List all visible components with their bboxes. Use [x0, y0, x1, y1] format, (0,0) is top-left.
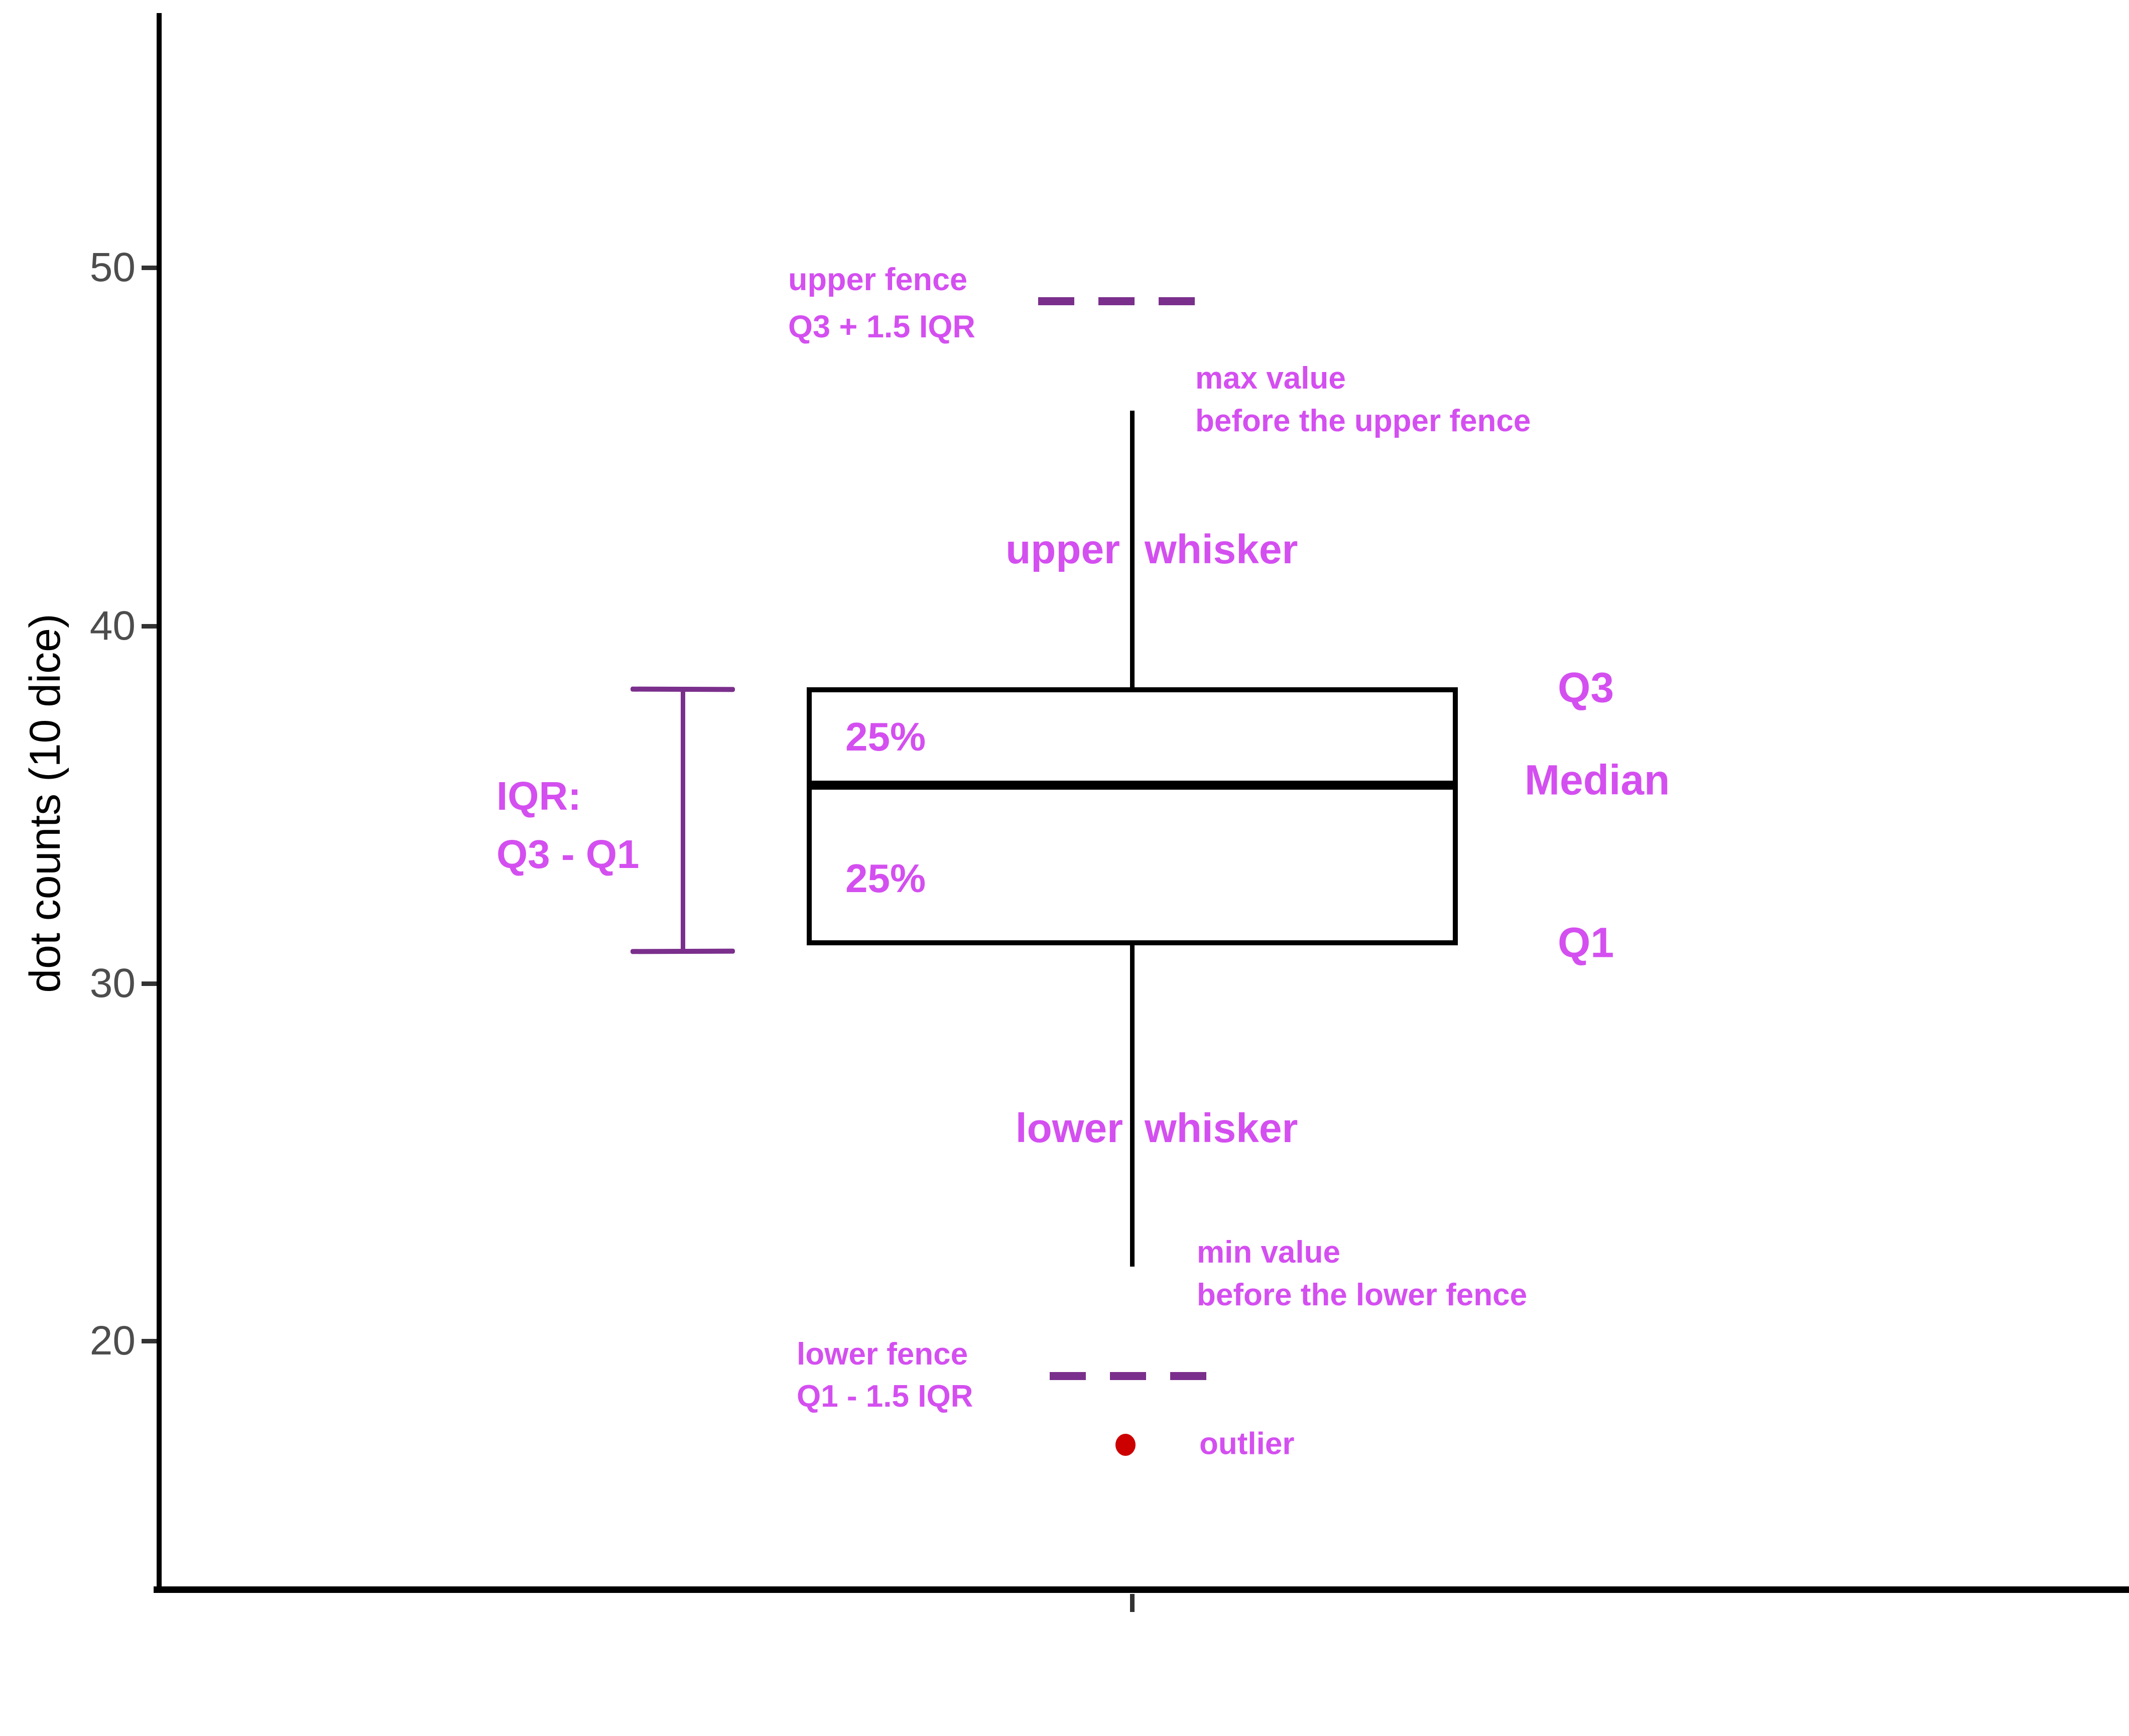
q3-label: Q3	[1558, 664, 1614, 711]
upper-fence-label-line2: Q3 + 1.5 IQR	[788, 309, 975, 344]
outlier-point	[1115, 1434, 1136, 1456]
upper-whisker-label-word1: upper	[1006, 527, 1120, 572]
min-value-label: min value before the lower fence	[1197, 1231, 1527, 1316]
y-tick-label-20: 20	[89, 1318, 136, 1363]
upper-fence-label-line1: upper fence	[788, 262, 968, 297]
max-value-label-line2: before the upper fence	[1195, 404, 1531, 438]
min-value-label-line2: before the lower fence	[1197, 1278, 1528, 1312]
x-axis-line	[154, 1586, 2129, 1593]
lower-fence-label: lower fence Q1 - 1.5 IQR	[797, 1333, 973, 1418]
lower-fence-label-line1: lower fence	[797, 1337, 968, 1372]
dash-segment	[1170, 1372, 1206, 1380]
upper-quartile-25pct-label: 25%	[845, 714, 926, 759]
lower-fence-label-line2: Q1 - 1.5 IQR	[797, 1379, 973, 1414]
x-axis-tick	[1130, 1594, 1135, 1612]
outlier-label: outlier	[1199, 1426, 1295, 1461]
upper-whisker-label-word2: whisker	[1145, 527, 1298, 572]
lower-fence-dashed-line	[1050, 1372, 1206, 1380]
y-tick-label-50: 50	[89, 244, 136, 290]
y-tick-label-40: 40	[89, 603, 136, 649]
box-iqr-rect	[807, 687, 1458, 945]
min-value-label-line1: min value	[1197, 1235, 1340, 1270]
y-tick-20	[142, 1339, 157, 1343]
y-tick-30	[142, 981, 157, 986]
y-tick-label-30: 30	[89, 960, 136, 1006]
upper-fence-dashed-line	[1038, 297, 1195, 305]
iqr-bracket-bottom-tick	[630, 948, 735, 954]
lower-quartile-25pct-label: 25%	[845, 856, 926, 901]
median-line	[807, 781, 1458, 790]
y-tick-40	[142, 624, 157, 629]
iqr-label-line1: IQR:	[496, 774, 581, 818]
q1-label: Q1	[1558, 919, 1614, 966]
iqr-label-line2: Q3 - Q1	[496, 832, 640, 877]
iqr-bracket-line	[681, 689, 685, 953]
dash-segment	[1110, 1372, 1146, 1380]
y-axis-title: dot counts (10 dice)	[21, 613, 69, 993]
upper-whisker-line	[1130, 411, 1135, 687]
median-label: Median	[1525, 756, 1670, 804]
iqr-bracket-top-tick	[630, 686, 735, 692]
y-tick-50	[142, 266, 157, 270]
dash-segment	[1159, 297, 1195, 305]
iqr-label: IQR: Q3 - Q1	[496, 767, 640, 884]
dash-segment	[1098, 297, 1135, 305]
dash-segment	[1038, 297, 1074, 305]
lower-whisker-line	[1130, 945, 1135, 1267]
y-axis-line	[157, 13, 162, 1590]
max-value-label: max value before the upper fence	[1195, 357, 1531, 442]
upper-fence-label: upper fence Q3 + 1.5 IQR	[788, 256, 975, 350]
lower-whisker-label-word2: whisker	[1145, 1105, 1298, 1151]
dash-segment	[1050, 1372, 1086, 1380]
max-value-label-line1: max value	[1195, 361, 1346, 396]
lower-whisker-label-word1: lower	[1015, 1105, 1123, 1151]
